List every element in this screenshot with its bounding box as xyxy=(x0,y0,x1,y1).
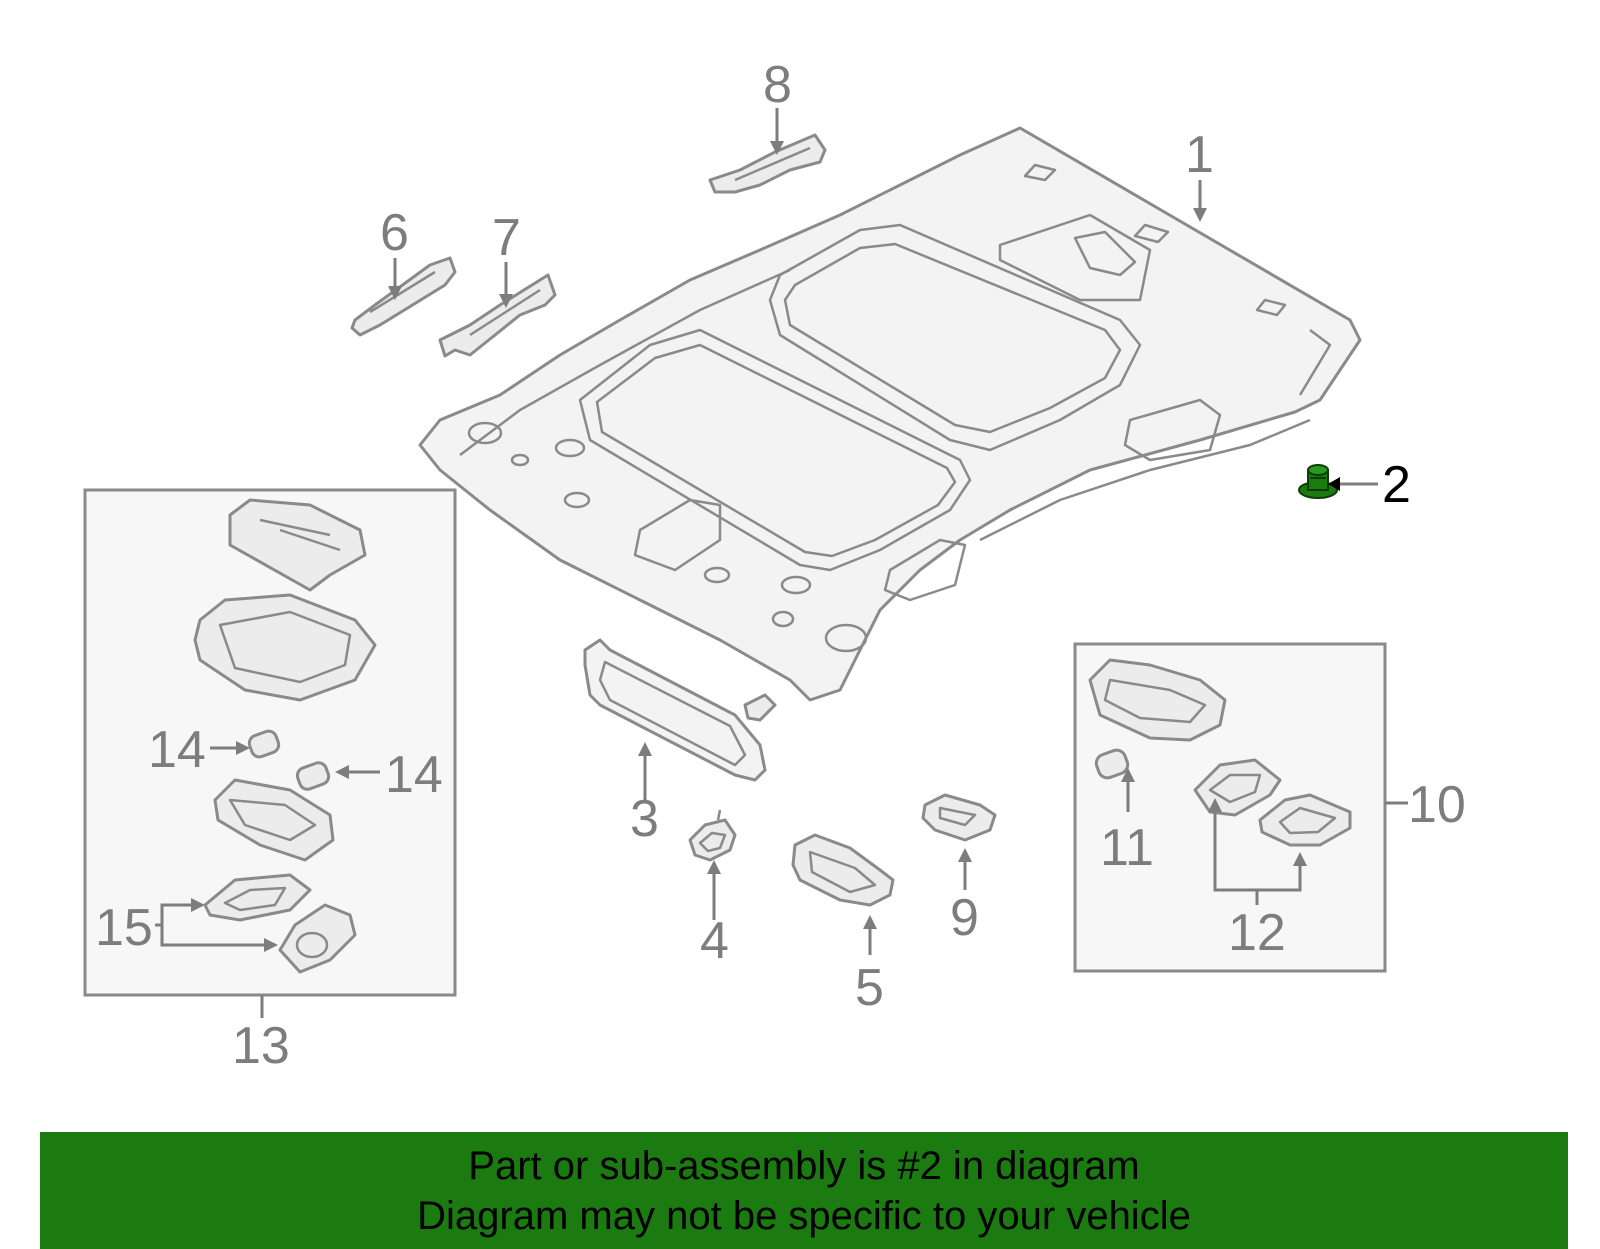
callout-7: 7 xyxy=(492,209,521,267)
banner-line-part-number: Part or sub-assembly is #2 in diagram xyxy=(468,1144,1140,1188)
lens-part-15a[interactable] xyxy=(203,873,312,922)
visor-clip-part-4[interactable] xyxy=(688,809,737,862)
callout-13: 13 xyxy=(232,1017,290,1075)
lens-part-15b[interactable] xyxy=(278,903,357,974)
sun-visor-part-3[interactable] xyxy=(583,638,777,782)
console-housing[interactable] xyxy=(193,593,377,702)
clip-part-2[interactable] xyxy=(1298,464,1338,499)
callout-5: 5 xyxy=(855,959,884,1017)
banner-line-disclaimer: Diagram may not be specific to your vehi… xyxy=(417,1194,1191,1238)
lamp-housing-part-10[interactable] xyxy=(1088,658,1227,742)
callout-12: 12 xyxy=(1228,904,1286,962)
bulb-part-14a[interactable] xyxy=(247,729,281,759)
diagram-notice-banner: Part or sub-assembly is #2 in diagram Di… xyxy=(40,1132,1568,1249)
callout-9: 9 xyxy=(950,889,979,947)
lamp-part-9[interactable] xyxy=(921,793,997,842)
callout-14a: 14 xyxy=(148,721,206,779)
callout-14b: 14 xyxy=(385,746,443,804)
headliner-part[interactable] xyxy=(418,126,1362,702)
lens-part-12b[interactable] xyxy=(1258,793,1352,847)
lamp-housing-part-5[interactable] xyxy=(791,833,895,907)
leader-lines xyxy=(155,108,1408,1018)
bulb-part-11[interactable] xyxy=(1094,748,1130,781)
callout-8: 8 xyxy=(763,56,792,114)
console-upper-cover[interactable] xyxy=(228,498,367,592)
callout-10: 10 xyxy=(1408,776,1466,834)
callout-6: 6 xyxy=(380,204,409,262)
lens-tray[interactable] xyxy=(213,778,335,862)
callout-15: 15 xyxy=(95,899,153,957)
bracket-part-7[interactable] xyxy=(438,273,557,358)
callout-3: 3 xyxy=(630,790,659,848)
callout-11: 11 xyxy=(1100,819,1154,877)
bracket-part-8[interactable] xyxy=(708,133,827,194)
callout-1: 1 xyxy=(1185,126,1214,184)
callout-2[interactable]: 2 xyxy=(1382,456,1411,514)
callout-4: 4 xyxy=(700,912,729,970)
bracket-part-6[interactable] xyxy=(350,256,457,337)
bulb-part-14b[interactable] xyxy=(295,761,331,792)
